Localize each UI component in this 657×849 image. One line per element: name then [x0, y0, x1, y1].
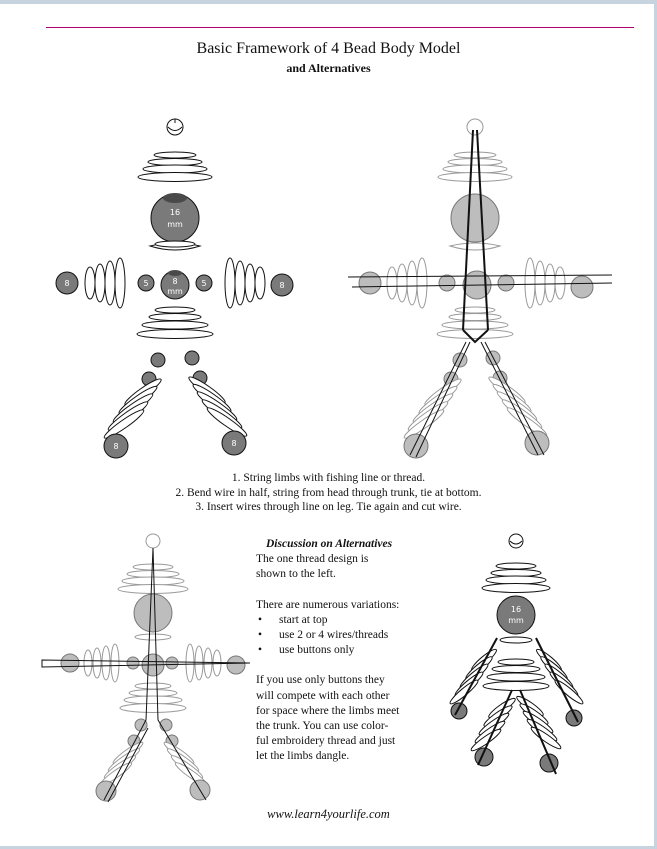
hip-disc	[141, 320, 209, 330]
arm-disc	[244, 263, 256, 303]
dangling-arm-left	[449, 637, 498, 720]
discussion-text: for space where the limbs meet	[256, 704, 400, 717]
discussion-text: the trunk. You can use color-	[256, 720, 389, 733]
hip-disc	[148, 313, 202, 321]
step-2: 2. Bend wire in half, string from head t…	[175, 486, 482, 499]
foot-bead-label: 8	[113, 442, 118, 451]
shoulder-bead-left	[137, 274, 155, 292]
foot-bead-left	[103, 433, 129, 459]
list-item: start at top	[256, 613, 426, 628]
list-item: use buttons only	[256, 643, 426, 658]
hip-bead-left	[150, 352, 166, 368]
step-3: 3. Insert wires through line on leg. Tie…	[195, 501, 462, 514]
head-bead	[450, 193, 500, 243]
head-bead-unit: mm	[508, 616, 524, 625]
figure-dangling-limbs: 16 mm	[449, 533, 584, 775]
head-cap-bead	[466, 118, 484, 136]
discussion-heading: Discussion on Alternatives	[266, 538, 393, 550]
hand-bead-left	[358, 271, 382, 295]
hand-bead-right	[570, 275, 594, 299]
figure-basic-model: 16 mm 8 5 8 mm 5 8	[55, 118, 294, 459]
header-rule	[46, 27, 634, 28]
page-title: Basic Framework of 4 Bead Body Model	[196, 40, 461, 57]
discussion-text: The one thread design is	[256, 553, 369, 566]
hip-bead-right	[184, 350, 200, 366]
discussion-text: shown to the left.	[256, 568, 336, 581]
shoulder-bead-label: 5	[201, 279, 206, 288]
leg-right-discs	[188, 376, 248, 437]
arm-disc	[254, 266, 266, 300]
hand-bead-left	[55, 271, 79, 295]
head-bead-size: 16	[511, 605, 521, 614]
dangling-leg-left	[470, 689, 516, 767]
list-item: use 2 or 4 wires/threads	[256, 628, 426, 643]
head-bead-size: 16	[170, 208, 180, 217]
shoulder-bead-label: 5	[143, 279, 148, 288]
hand-bead-label: 8	[64, 279, 69, 288]
hand-bead-label: 8	[279, 281, 284, 290]
arm-disc	[234, 260, 246, 306]
head-bead	[496, 595, 536, 635]
head-bead-unit: mm	[167, 220, 183, 229]
discussion-text: let the limbs dangle.	[256, 750, 350, 763]
leg-left-discs	[103, 378, 162, 439]
neck-disc	[142, 164, 208, 174]
figure-one-thread	[41, 533, 251, 803]
thread	[41, 547, 251, 803]
arm-disc	[94, 263, 106, 303]
head-cap-detail	[167, 126, 183, 131]
head-bead	[133, 593, 173, 633]
collar-disc	[154, 240, 196, 248]
foot-bead-label: 8	[231, 439, 236, 448]
hip-disc	[136, 329, 214, 339]
hand-bead-left	[60, 653, 80, 673]
neck-disc	[153, 151, 197, 159]
wires	[347, 129, 613, 458]
dangling-arm-right	[535, 637, 584, 727]
top-bar	[0, 0, 657, 4]
torso-bead-unit: mm	[167, 287, 183, 296]
figure-wired-model	[347, 118, 613, 459]
discussion-text: If you use only buttons they	[256, 674, 385, 687]
hand-bead-right	[226, 655, 246, 675]
head-cap-bead	[145, 533, 161, 549]
neck-disc	[147, 158, 203, 166]
step-1: 1. String limbs with fishing line or thr…	[231, 472, 426, 484]
arm-disc	[84, 266, 96, 300]
head-bead-hole	[163, 193, 187, 203]
torso-bead-hole	[168, 270, 182, 276]
discussion-section: Discussion on Alternatives The one threa…	[256, 537, 426, 765]
dangling-leg-right	[516, 689, 562, 775]
variations-list: start at top use 2 or 4 wires/threads us…	[256, 613, 426, 659]
hand-bead-right	[270, 273, 294, 297]
arm-disc	[114, 257, 126, 309]
discussion-text: There are numerous variations:	[256, 598, 400, 611]
arm-disc	[104, 260, 116, 306]
instruction-steps: 1. String limbs with fishing line or thr…	[100, 471, 557, 515]
torso-bead-size: 8	[172, 277, 177, 286]
shoulder-bead-right	[195, 274, 213, 292]
page-subtitle: and Alternatives	[286, 61, 371, 75]
discussion-text: will compete with each other	[256, 689, 390, 702]
footer-url[interactable]: www.learn4yourlife.com	[267, 807, 390, 821]
hip-disc	[154, 306, 196, 314]
arm-disc	[224, 257, 236, 309]
discussion-text: ful embroidery thread and just	[256, 735, 396, 748]
foot-bead-right	[221, 430, 247, 456]
neck-disc	[137, 172, 213, 182]
